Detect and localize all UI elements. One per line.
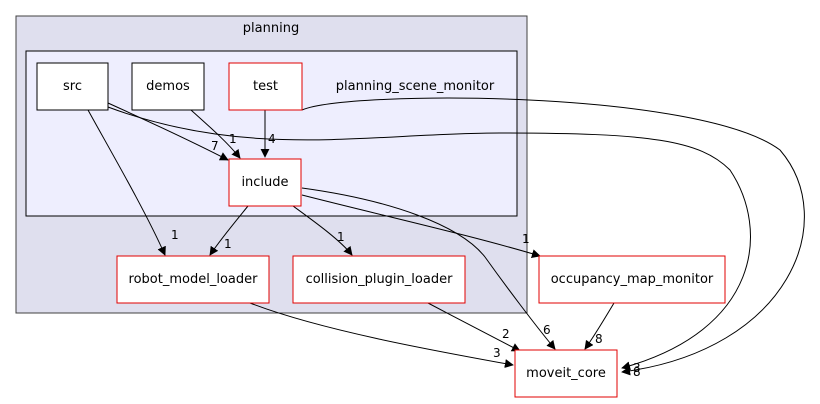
edge-label-include-collision-plugin-loader[interactable]: 1 [337,230,345,244]
node-test[interactable]: test [228,62,303,111]
edge-robot-model-loader-moveit-core [249,302,514,368]
nodes: src demos test include robot_model_loade… [36,62,726,398]
node-test-label[interactable]: test [253,79,278,94]
edge-label-src-moveit-core[interactable]: 8 [633,365,641,379]
edge-src-include [107,102,229,161]
node-demos-label[interactable]: demos [146,79,190,94]
edge-label-robot-model-loader-moveit-core[interactable]: 3 [493,346,501,360]
edge-label-include-occupancy-map-monitor[interactable]: 1 [522,232,530,246]
node-occupancy-map-monitor[interactable]: occupancy_map_monitor [538,255,726,304]
edge-src-robot-model-loader [87,109,166,256]
node-collision-plugin-loader-box[interactable] [292,255,466,304]
node-src-box[interactable] [36,62,109,111]
edge-label-test-include[interactable]: 4 [268,132,276,146]
node-src[interactable]: src [36,62,109,111]
edge-occupancy-map-monitor-moveit-core [584,302,615,350]
node-collision-plugin-loader[interactable]: collision_plugin_loader [292,255,466,304]
node-robot-model-loader-label[interactable]: robot_model_loader [129,272,259,287]
edge-include-robot-model-loader [209,205,249,256]
node-include-label[interactable]: include [241,175,288,190]
edge-label-demos-include[interactable]: 1 [229,132,237,146]
edge-labels: 7 1 4 1 8 3 1 1 1 6 3 2 8 [171,132,641,379]
edge-src-moveit-core [107,106,751,371]
edges [87,97,805,376]
node-collision-plugin-loader-label[interactable]: collision_plugin_loader [306,272,454,287]
node-robot-model-loader-box[interactable] [116,255,270,304]
node-moveit-core-label[interactable]: moveit_core [526,366,606,381]
node-occupancy-map-monitor-box[interactable] [538,255,726,304]
edge-label-src-robot-model-loader[interactable]: 1 [171,228,179,242]
node-demos-box[interactable] [131,62,205,111]
node-moveit-core-box[interactable] [514,349,618,398]
edge-collision-plugin-loader-moveit-core [427,302,521,352]
node-demos[interactable]: demos [131,62,205,111]
edge-label-include-robot-model-loader[interactable]: 1 [224,237,232,251]
edge-include-moveit-core [301,187,556,350]
node-robot-model-loader[interactable]: robot_model_loader [116,255,270,304]
node-include-box[interactable] [228,158,302,207]
node-moveit-core[interactable]: moveit_core [514,349,618,398]
node-src-label[interactable]: src [63,79,82,94]
edge-label-src-include[interactable]: 7 [211,139,219,153]
node-include[interactable]: include [228,158,302,207]
edge-include-occupancy-map-monitor [301,194,541,258]
edge-label-include-moveit-core[interactable]: 6 [543,323,551,337]
edge-include-collision-plugin-loader [292,205,353,256]
edge-label-test-moveit-core[interactable]: 3 [633,361,641,375]
edge-test-moveit-core [301,97,805,376]
cluster-planning-label: planning [243,21,299,36]
node-occupancy-map-monitor-label[interactable]: occupancy_map_monitor [551,272,714,287]
node-test-box[interactable] [228,62,303,111]
edge-label-collision-plugin-loader-moveit-core[interactable]: 2 [502,327,510,341]
edge-label-occupancy-map-monitor-moveit-core[interactable]: 8 [595,332,603,346]
cluster-planning-scene-monitor-label[interactable]: planning_scene_monitor [336,79,495,94]
